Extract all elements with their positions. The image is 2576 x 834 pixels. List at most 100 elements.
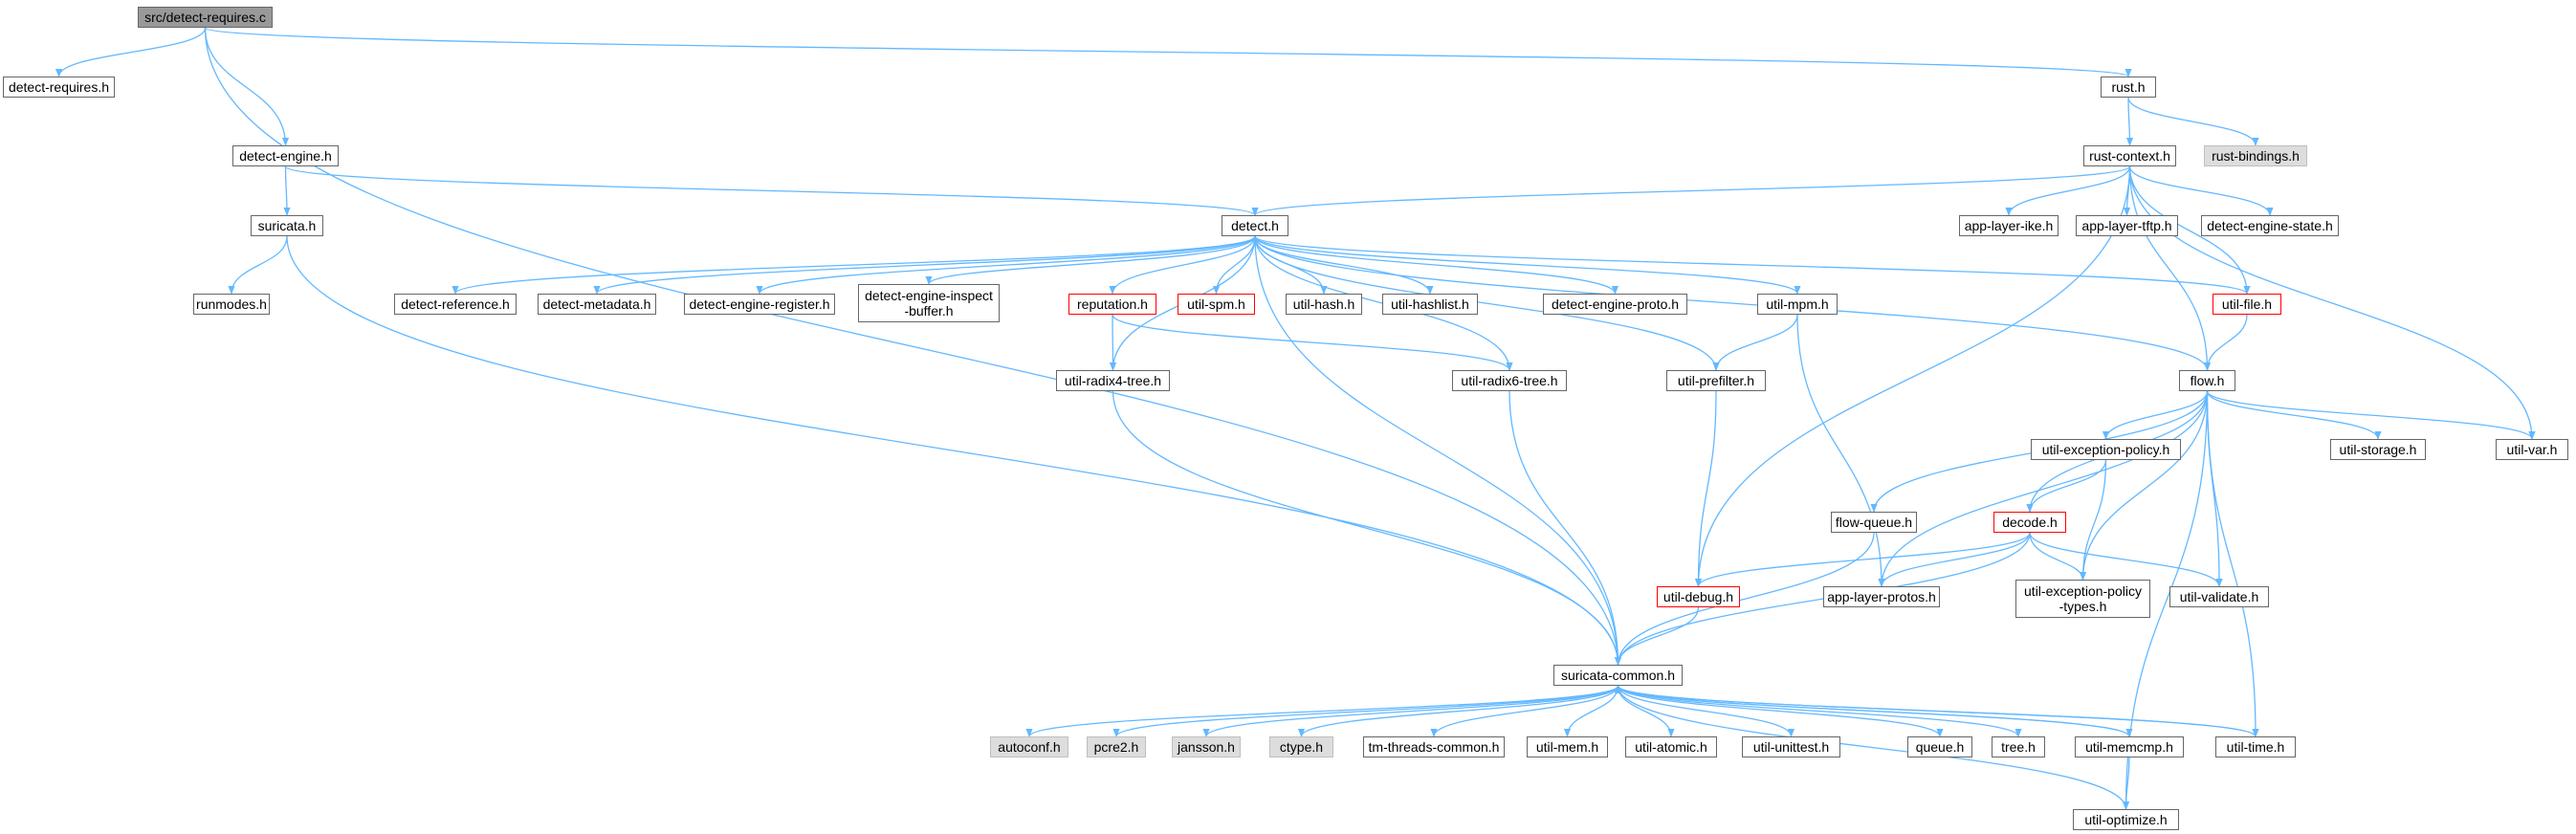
edge-util-prefilter-h-to-util-debug-h [1694, 390, 1717, 587]
node-util-hash-h[interactable]: util-hash.h [1286, 294, 1362, 315]
edge-util-time-h-to-suricata-common-h [1615, 685, 2257, 737]
node-util-var-h[interactable]: util-var.h [2496, 439, 2568, 460]
node-util-validate-h[interactable]: util-validate.h [2169, 586, 2269, 607]
edge-util-radix6-tree-h-to-suricata-common-h [1508, 390, 1622, 666]
node-util-prefilter-h[interactable]: util-prefilter.h [1666, 370, 1766, 391]
edge-detect-h-to-detect-engine-inspect-buffer-h [925, 235, 1256, 285]
node-util-time-h[interactable]: util-time.h [2215, 736, 2296, 757]
edge-util-exception-policy-h-to-decode-h [2026, 459, 2107, 513]
edge-suricata-common-h-to-ctype-h [1298, 685, 1619, 737]
node-ctype-h: ctype.h [1269, 736, 1333, 757]
edge-decode-h-to-app-layer-protos-h [1878, 532, 2031, 587]
edge-detect-h-to-util-prefilter-h [1254, 235, 1720, 371]
edge-detect-engine-h-to-detect-h [284, 165, 1259, 216]
edge-util-debug-h-to-suricata-common-h [1614, 606, 1700, 666]
node-detect-reference-h[interactable]: detect-reference.h [394, 294, 517, 315]
node-decode-h[interactable]: decode.h [1993, 512, 2066, 533]
edge-detect-h-to-detect-engine-register-h [756, 235, 1256, 295]
edge-detect-h-to-detect-reference-h [451, 235, 1256, 295]
node-detect-requires-h[interactable]: detect-requires.h [3, 77, 115, 98]
edge-suricata-common-h-to-tree-h [1617, 685, 2022, 737]
edge-util-exception-policy-h-to-util-exception-policy-types-h [2079, 459, 2107, 581]
edge-decode-h-to-util-exception-policy-types-h [2029, 532, 2087, 581]
edge-util-mpm-h-to-app-layer-protos-h [1796, 314, 1885, 587]
node-app-layer-tftp-h[interactable]: app-layer-tftp.h [2076, 215, 2178, 236]
node-util-debug-h[interactable]: util-debug.h [1657, 586, 1740, 607]
edge-rust-context-h-to-detect-engine-state-h [2128, 165, 2274, 216]
node-detect-engine-inspect-buffer-h[interactable]: detect-engine-inspect -buffer.h [858, 284, 1000, 322]
node-util-file-h[interactable]: util-file.h [2213, 294, 2281, 315]
node-flow-h[interactable]: flow.h [2179, 370, 2235, 391]
edge-rust-context-h-to-app-layer-ike-h [2005, 165, 2131, 216]
edge-flow-h-to-util-exception-policy-types-h [2079, 390, 2209, 581]
node-queue-h[interactable]: queue.h [1907, 736, 1972, 757]
node-detect-engine-state-h[interactable]: detect-engine-state.h [2201, 215, 2339, 236]
edge-util-mpm-h-to-util-prefilter-h [1712, 314, 1798, 371]
edge-detect-h-to-suricata-common-h [1254, 235, 1622, 666]
node-util-mem-h[interactable]: util-mem.h [1527, 736, 1608, 757]
node-detect-metadata-h[interactable]: detect-metadata.h [538, 294, 656, 315]
edge-rust-context-h-to-detect-h [1251, 165, 2131, 216]
edge-root-to-detect-requires-h [55, 27, 207, 77]
node-util-unittest-h[interactable]: util-unittest.h [1742, 736, 1840, 757]
node-util-optimize-h[interactable]: util-optimize.h [2073, 809, 2179, 830]
node-detect-h[interactable]: detect.h [1222, 215, 1288, 236]
node-util-exception-policy-types-h[interactable]: util-exception-policy -types.h [2015, 580, 2150, 618]
edge-util-memcmp-h-to-util-optimize-h [2122, 757, 2130, 810]
edge-detect-engine-h-to-suricata-h [283, 165, 291, 216]
node-tree-h[interactable]: tree.h [1992, 736, 2045, 757]
node-rust-context-h[interactable]: rust-context.h [2083, 145, 2176, 166]
edge-flow-h-to-util-exception-policy-h [2102, 390, 2209, 440]
edge-suricata-common-h-to-util-atomic-h [1617, 685, 1675, 737]
edge-flow-h-to-app-layer-protos-h [1878, 390, 2209, 587]
edge-root-to-suricata-common-h [204, 27, 1622, 666]
edge-detect-h-to-detect-engine-proto-h [1254, 235, 1618, 295]
node-util-radix6-tree-h[interactable]: util-radix6-tree.h [1452, 370, 1567, 391]
node-util-atomic-h[interactable]: util-atomic.h [1625, 736, 1717, 757]
node-util-storage-h[interactable]: util-storage.h [2330, 439, 2426, 460]
edge-flow-h-to-util-time-h [2206, 390, 2259, 737]
edge-decode-h-to-util-validate-h [2029, 532, 2223, 587]
edge-detect-h-to-util-file-h [1254, 235, 2251, 295]
node-tm-threads-common-h[interactable]: tm-threads-common.h [1363, 736, 1505, 757]
edge-util-radix4-tree-h-to-suricata-common-h [1112, 390, 1622, 666]
node-runmodes-h[interactable]: runmodes.h [193, 294, 270, 315]
edge-detect-h-to-detect-metadata-h [593, 235, 1256, 295]
node-detect-engine-proto-h[interactable]: detect-engine-proto.h [1543, 294, 1687, 315]
edge-reputation-h-to-util-radix4-tree-h [1109, 314, 1117, 371]
node-autoconf-h: autoconf.h [990, 736, 1068, 757]
node-reputation-h[interactable]: reputation.h [1068, 294, 1156, 315]
node-detect-engine-register-h[interactable]: detect-engine-register.h [684, 294, 835, 315]
edge-rust-h-to-rust-context-h [2125, 97, 2134, 146]
edge-rust-context-h-to-util-debug-h [1694, 165, 2131, 587]
edge-suricata-common-h-to-jansson-h [1202, 685, 1619, 737]
edge-suricata-common-h-to-autoconf-h [1025, 685, 1619, 737]
edge-detect-h-to-util-hashlist-h [1254, 235, 1434, 295]
edge-suricata-common-h-to-pcre2-h [1112, 685, 1619, 737]
node-util-memcmp-h[interactable]: util-memcmp.h [2075, 736, 2184, 757]
node-app-layer-ike-h[interactable]: app-layer-ike.h [1959, 215, 2059, 236]
node-util-hashlist-h[interactable]: util-hashlist.h [1382, 294, 1478, 315]
node-util-mpm-h[interactable]: util-mpm.h [1757, 294, 1838, 315]
node-app-layer-protos-h[interactable]: app-layer-protos.h [1823, 586, 1940, 607]
edge-suricata-h-to-suricata-common-h [286, 235, 1622, 666]
edge-root-to-detect-engine-h [204, 27, 290, 146]
node-flow-queue-h[interactable]: flow-queue.h [1831, 512, 1917, 533]
node-suricata-h[interactable]: suricata.h [251, 215, 323, 236]
edge-flow-queue-h-to-suricata-common-h [1614, 532, 1875, 666]
edge-suricata-common-h-to-queue-h [1617, 685, 1944, 737]
node-suricata-common-h[interactable]: suricata-common.h [1553, 665, 1683, 686]
edge-util-file-h-to-flow-h [2203, 314, 2248, 371]
node-util-exception-policy-h[interactable]: util-exception-policy.h [2031, 439, 2181, 460]
node-root: src/detect-requires.c [138, 7, 273, 28]
node-rust-h[interactable]: rust.h [2101, 77, 2156, 98]
edge-rust-context-h-to-util-file-h [2128, 165, 2251, 295]
edge-decode-h-to-util-debug-h [1695, 532, 2031, 587]
edge-suricata-h-to-runmodes-h [228, 235, 288, 295]
node-util-spm-h[interactable]: util-spm.h [1178, 294, 1255, 315]
node-pcre2-h: pcre2.h [1087, 736, 1146, 757]
node-util-radix4-tree-h[interactable]: util-radix4-tree.h [1056, 370, 1170, 391]
node-detect-engine-h[interactable]: detect-engine.h [232, 145, 339, 166]
